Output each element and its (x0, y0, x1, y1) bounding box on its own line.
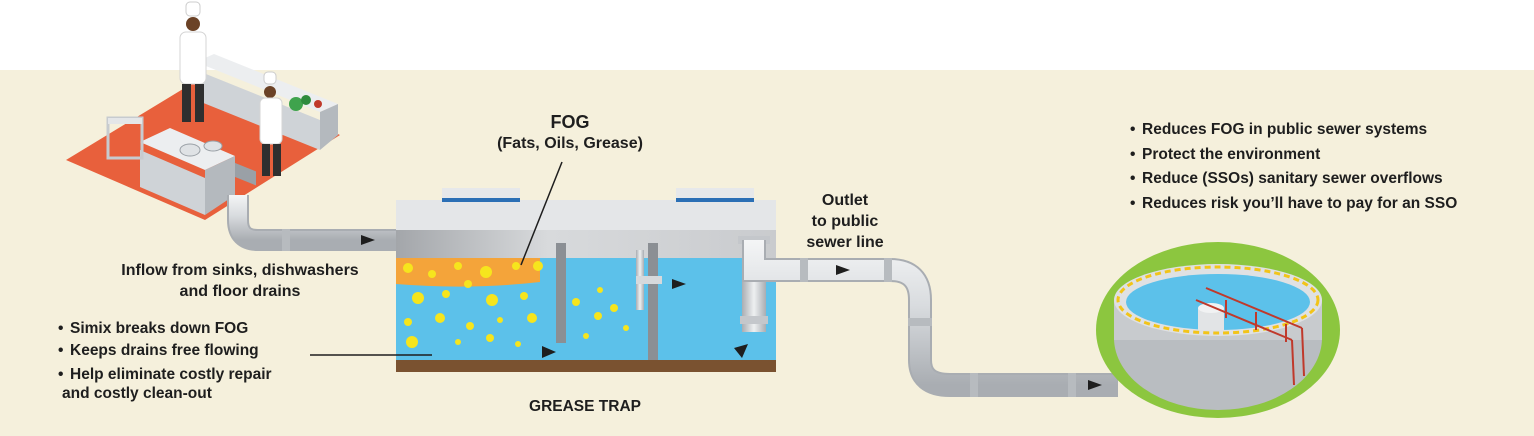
bullet-dot: • (1130, 121, 1136, 138)
inflow-pipe (227, 195, 405, 251)
inflow-label: Inflow from sinks, dishwashers and floor… (80, 260, 400, 302)
chef-figure (259, 71, 283, 176)
fog-bubbles (403, 261, 629, 348)
flow-arrow (836, 265, 850, 275)
benefit-text: Protect the environment (1142, 145, 1321, 163)
bullet-dot: • (58, 366, 64, 383)
benefit-item: • Protect the environment (1130, 143, 1457, 168)
baffle-wall (648, 243, 658, 360)
flow-arrow (1088, 380, 1102, 390)
fog-subtitle: (Fats, Oils, Grease) (497, 135, 643, 152)
benefit-text: Reduces risk you’ll have to pay for an S… (1142, 194, 1458, 212)
benefit-text: Reduce (SSOs) sanitary sewer overflows (1142, 170, 1443, 187)
grease-trap (396, 188, 776, 372)
plant-water (1126, 274, 1310, 330)
inflow-label-line: and floor drains (179, 283, 301, 300)
outlet-label: Outlet to public sewer line (790, 190, 900, 253)
plant-walkway (1195, 287, 1305, 386)
benefit-text-continued: and costly clean-out (62, 385, 212, 402)
benefit-item: • Help eliminate costly repair and costly … (58, 365, 272, 403)
inflow-label-line: Inflow from sinks, dishwashers (121, 262, 359, 279)
benefit-text: Help eliminate costly repair (70, 366, 272, 383)
fog-leader-line (520, 161, 563, 266)
flow-arrow (672, 279, 686, 289)
chef-figure (179, 1, 207, 122)
grease-trap-label: GREASE TRAP (529, 398, 641, 415)
bullet-dot: • (1130, 145, 1136, 163)
flow-arrow (734, 344, 748, 358)
bullet-dot: • (58, 342, 64, 359)
flow-arrow (361, 235, 375, 245)
benefits-list-left: • Simix breaks down FOG • Keeps drains fre… (58, 318, 272, 403)
benefit-item: • Reduces FOG in public sewer systems (1130, 118, 1457, 143)
treatment-plant (1096, 242, 1340, 418)
outlet-label-line: to public (811, 213, 879, 230)
benefit-item: • Keeps drains free flowing (58, 340, 272, 362)
benefit-text: Simix breaks down FOG (70, 320, 249, 337)
benefit-text: Reduces FOG in public sewer systems (1142, 121, 1428, 138)
benefits-list-right: • Reduces FOG in public sewer systems • Pr… (1130, 118, 1457, 216)
bullet-dot: • (1130, 170, 1136, 187)
outlet-pipe (742, 240, 1118, 397)
benefit-text: Keeps drains free flowing (70, 342, 259, 359)
fog-title: FOG (550, 112, 590, 132)
bullet-dot: • (1130, 194, 1136, 212)
bullet-dot: • (58, 320, 64, 337)
benefit-item: • Reduces risk you’ll have to pay for an … (1130, 192, 1457, 217)
fog-label: FOG (Fats, Oils, Grease) (470, 112, 670, 154)
kitchen-illustration (66, 1, 340, 220)
benefit-item: • Reduce (SSOs) sanitary sewer overflows (1130, 167, 1457, 192)
fog-layer (396, 258, 540, 287)
outlet-label-line: Outlet (821, 192, 869, 209)
flow-arrow (542, 346, 556, 358)
baffle-wall (556, 243, 566, 343)
sludge-layer (396, 360, 776, 372)
benefit-item: • Simix breaks down FOG (58, 318, 272, 340)
outlet-label-line: sewer line (806, 234, 884, 251)
